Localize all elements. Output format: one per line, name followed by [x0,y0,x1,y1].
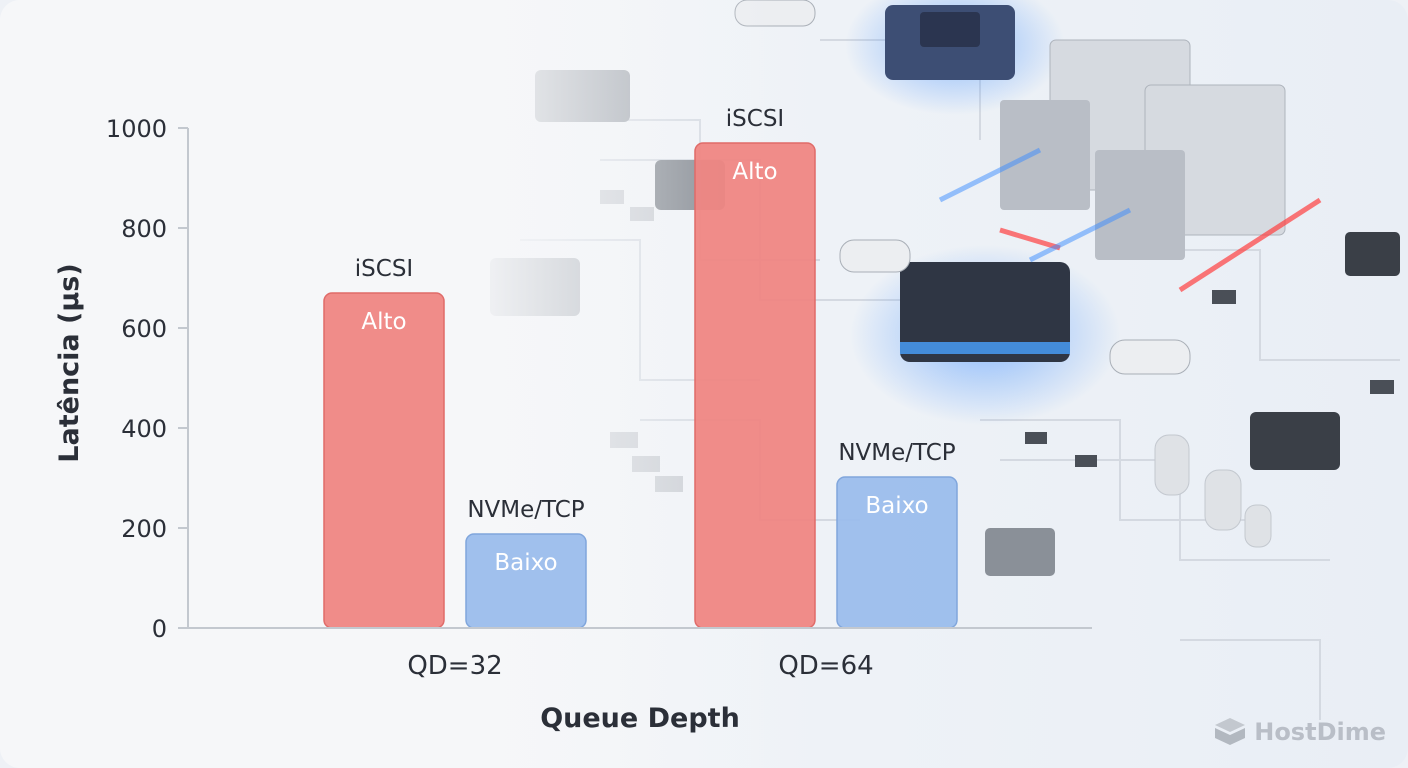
series-label: iSCSI [355,256,413,282]
y-tick-label: 600 [121,315,167,343]
bar-value-label: Alto [361,309,406,335]
x-tick-label: QD=32 [407,651,502,681]
series-label: NVMe/TCP [467,497,584,523]
y-tick-label: 0 [152,615,167,643]
y-tick-label: 200 [121,515,167,543]
y-tick-label: 400 [121,415,167,443]
y-axis: 0 200 400 600 800 1000 [106,115,189,643]
hostdime-logo-icon [1215,718,1246,745]
bar-value-label: Baixo [494,550,557,576]
y-tick-label: 1000 [106,115,167,143]
y-axis-title: Latência (µs) [54,263,85,462]
bar-iscsi-qd32 [323,292,445,629]
x-axis-title: Queue Depth [540,703,740,734]
brand-name: HostDime [1254,718,1386,746]
x-axis: QD=32 QD=64 [188,627,1092,681]
series-label: NVMe/TCP [838,440,955,466]
bar-iscsi-qd64 [694,142,816,629]
brand-watermark: HostDime [1212,716,1386,748]
y-tick-label: 800 [121,215,167,243]
series-label: iSCSI [726,106,784,132]
bar-value-label: Alto [732,159,777,185]
bar-nvme-tcp-qd32 [465,533,587,629]
bar-value-label: Baixo [865,493,928,519]
x-tick-label: QD=64 [778,651,873,681]
